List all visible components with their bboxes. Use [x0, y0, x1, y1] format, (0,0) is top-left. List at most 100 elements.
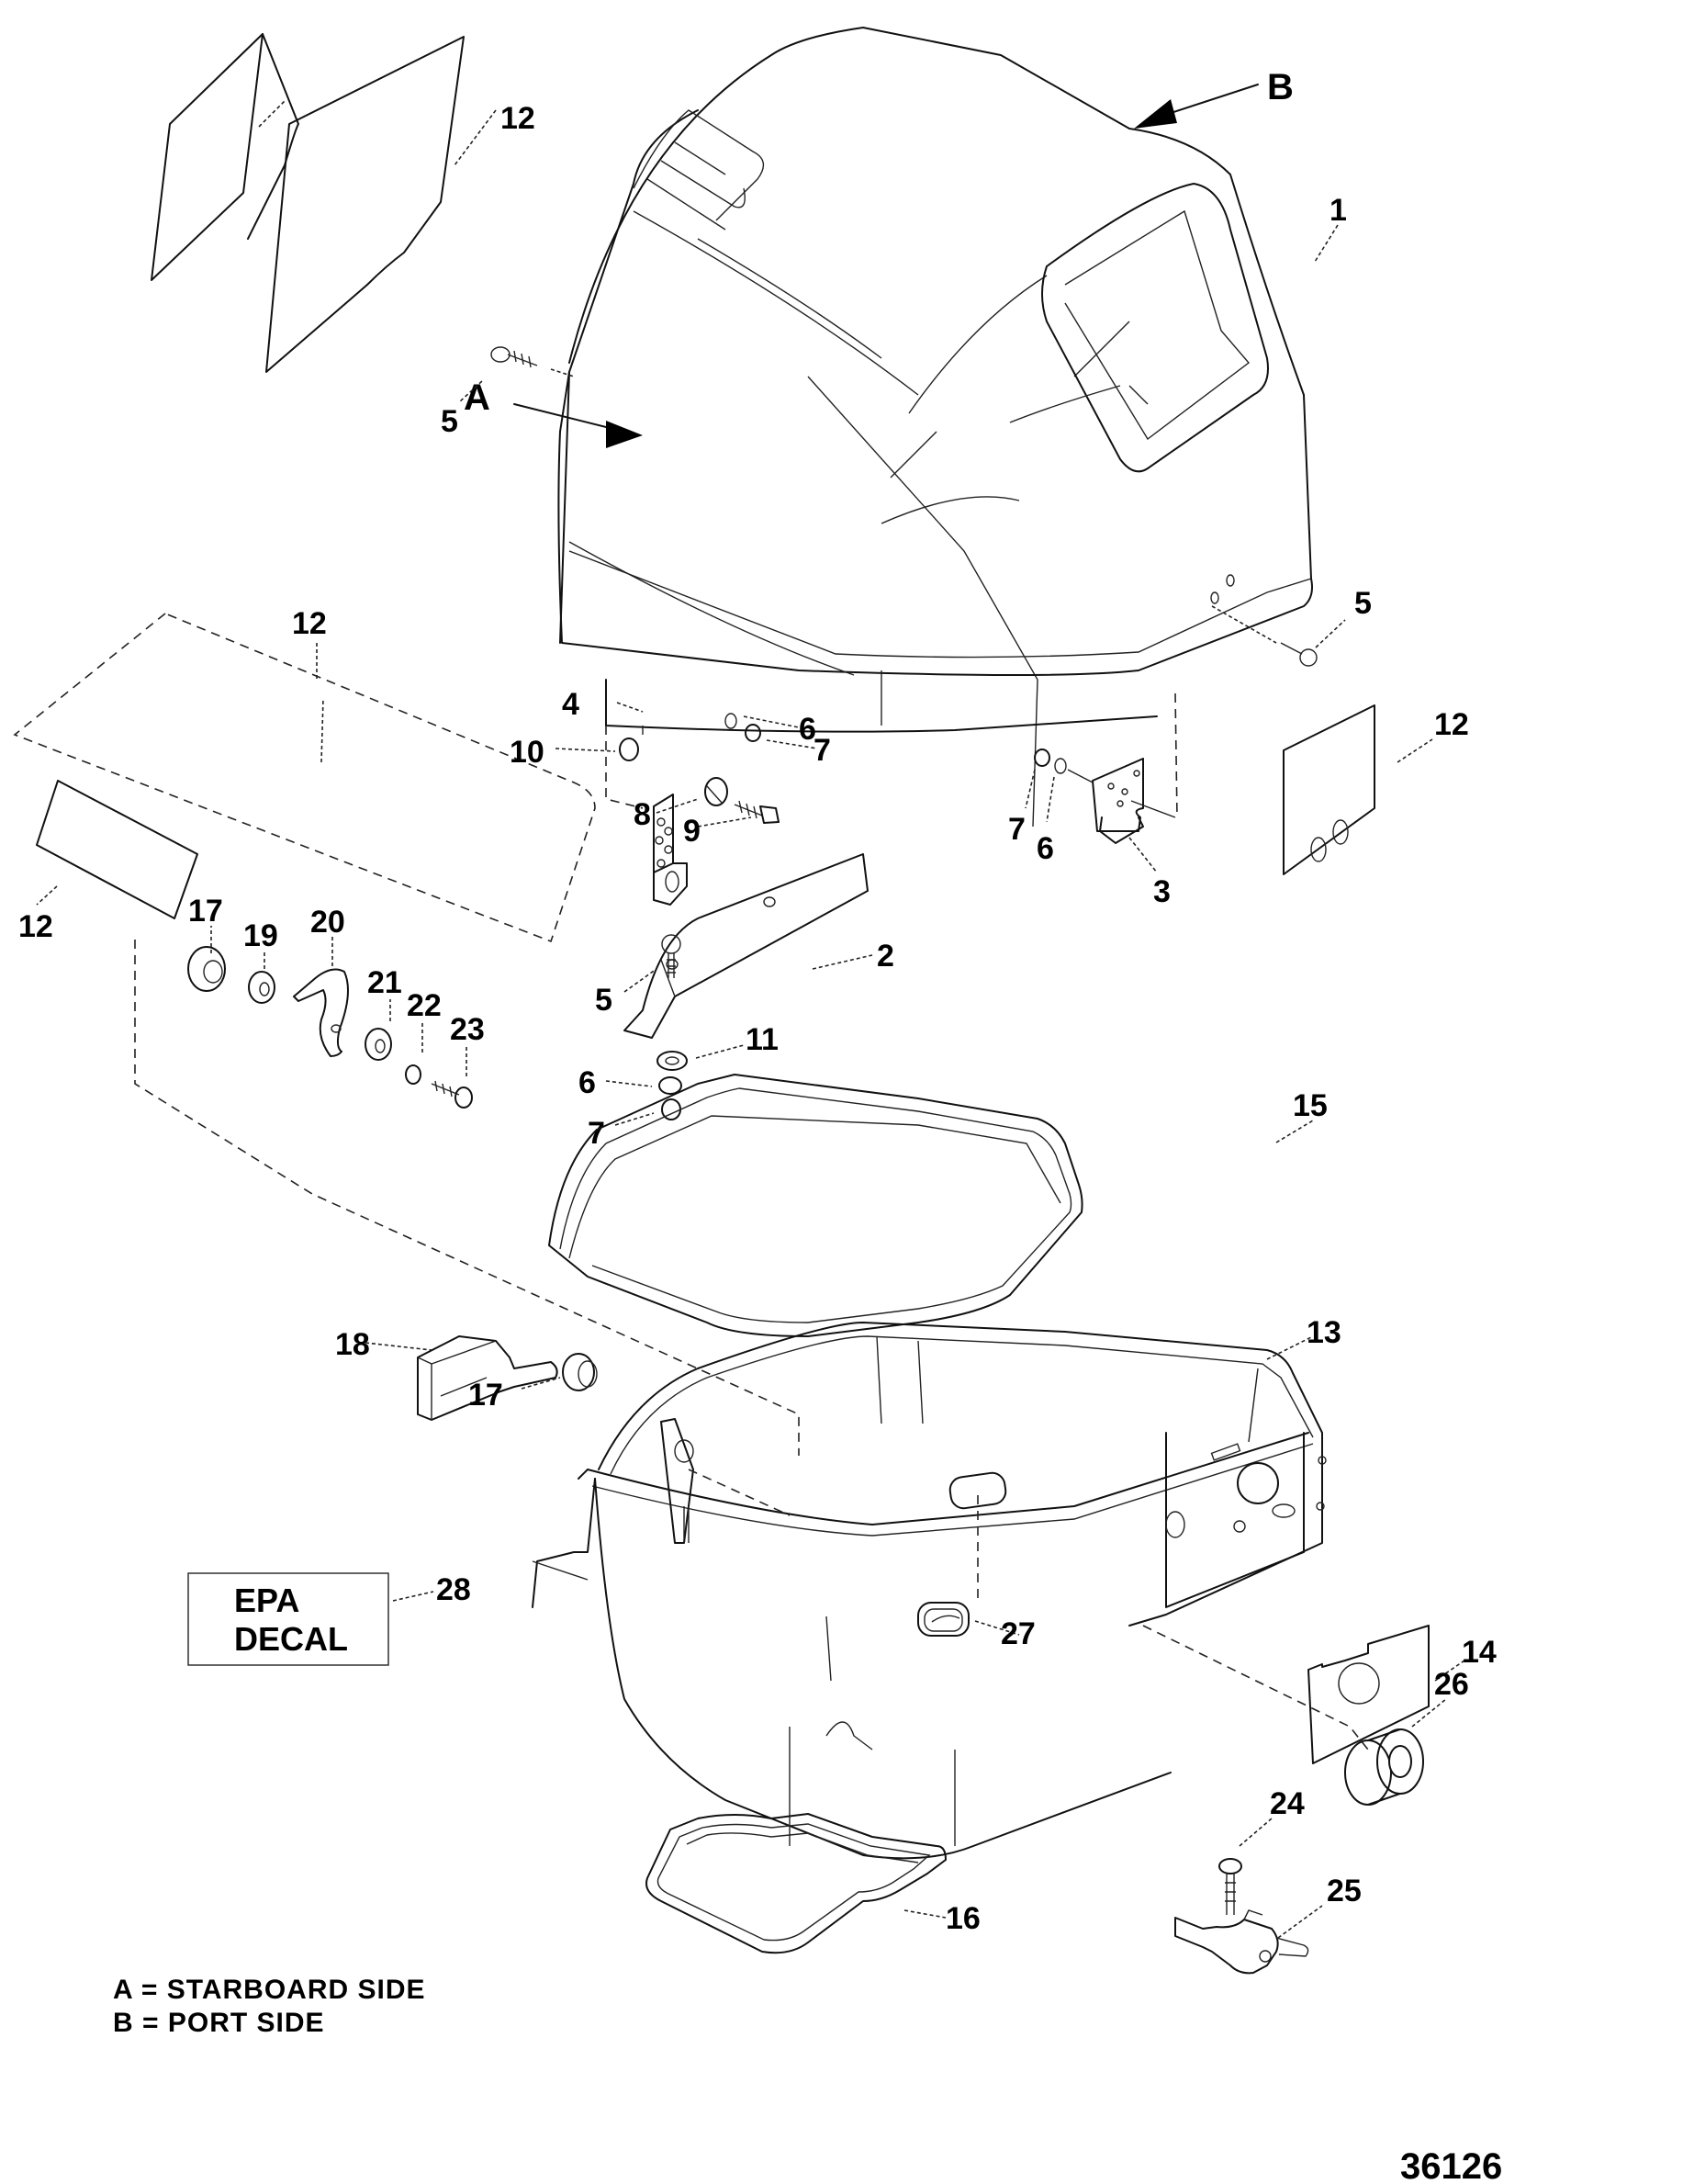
leader-7c [1025, 769, 1036, 809]
leader-12a [454, 109, 497, 166]
grommet-27 [917, 1495, 979, 1637]
callout-24: 24 [1270, 1786, 1305, 1821]
callout-5: 5 [595, 983, 612, 1018]
grommet-26 [1344, 1728, 1424, 1806]
callout-17: 17 [188, 894, 223, 929]
leader-5a [458, 380, 483, 403]
screw-5-left [490, 346, 575, 377]
leader-12c [36, 885, 58, 906]
leader-3 [1128, 837, 1158, 873]
latch-alignment-line [134, 940, 800, 1456]
callout-6: 6 [799, 712, 816, 747]
nut-7 [1034, 749, 1050, 767]
alignment-line-26 [1142, 1625, 1369, 1751]
leader-9 [697, 816, 752, 827]
top-cowl [557, 27, 1313, 827]
callout-7: 7 [588, 1116, 605, 1151]
leader-13 [1266, 1335, 1314, 1360]
leader-12d [1397, 738, 1433, 763]
callout-23: 23 [450, 1012, 485, 1047]
callout-3: 3 [1153, 874, 1171, 909]
callout-5: 5 [1354, 586, 1372, 621]
lockwasher-22 [405, 1064, 421, 1085]
view-arrow-a: A [464, 377, 643, 448]
washer-11 [656, 1051, 688, 1071]
legend-starboard: A = STARBOARD SIDE [113, 1975, 426, 2005]
plate-14 [1307, 1625, 1430, 1764]
leader-15 [1275, 1120, 1314, 1143]
leader-2 [812, 954, 873, 970]
legend: A = STARBOARD SIDE B = PORT SIDE [113, 1975, 426, 2038]
leader-28 [392, 1591, 434, 1602]
leader-16 [903, 1909, 947, 1919]
leader-17b [521, 1377, 561, 1390]
legend-port: B = PORT SIDE [113, 2008, 325, 2038]
seal-15 [548, 1074, 1083, 1337]
leader-1 [1314, 224, 1339, 263]
washer-6 [658, 1076, 682, 1095]
callout-26: 26 [1434, 1667, 1469, 1702]
callout-8: 8 [634, 797, 651, 832]
screw-5-right [1280, 642, 1318, 667]
screw-23 [431, 1080, 473, 1109]
callout-9: 9 [683, 814, 701, 849]
leader-6c [1046, 776, 1055, 823]
callout-27: 27 [1001, 1616, 1036, 1651]
decal-12-small [36, 780, 198, 919]
bolt-9 [734, 800, 780, 824]
epa-decal-box: EPA DECAL [187, 1572, 389, 1666]
callout-25: 25 [1327, 1874, 1362, 1908]
hinge-bracket-4 [605, 726, 688, 906]
callout-11: 11 [746, 1022, 779, 1057]
callout-4: 4 [562, 687, 579, 722]
leader-6a [743, 715, 800, 728]
latch-hook-20 [293, 968, 349, 1057]
decal-12-right [1283, 704, 1375, 875]
callout-6: 6 [578, 1065, 596, 1100]
nut-7 [745, 724, 761, 742]
callout-12: 12 [292, 606, 327, 641]
callout-7: 7 [813, 733, 831, 768]
callout-22: 22 [407, 988, 442, 1023]
washer-21 [365, 1028, 392, 1061]
leader-5c [1315, 619, 1346, 648]
decal-12-large [13, 613, 596, 943]
callout-13: 13 [1307, 1315, 1341, 1350]
leader-12-top [258, 100, 286, 128]
view-marker-a: A [464, 377, 490, 418]
leader-27 [974, 1620, 1020, 1636]
nut-10 [619, 737, 639, 761]
callout-12: 12 [1434, 707, 1469, 742]
callout-21: 21 [367, 965, 402, 1000]
callout-7: 7 [1008, 812, 1026, 847]
callout-6: 6 [1037, 831, 1054, 866]
washer-6 [724, 713, 737, 729]
view-marker-b: B [1267, 67, 1294, 107]
screw-24 [1218, 1858, 1242, 1915]
bushing-17 [187, 946, 226, 992]
bushing-17-lower [562, 1353, 598, 1391]
callout-15: 15 [1293, 1088, 1328, 1123]
view-arrow-b: B [1134, 67, 1294, 129]
callout-18: 18 [335, 1327, 370, 1362]
leader-26 [1411, 1698, 1447, 1728]
callout-17: 17 [468, 1378, 503, 1413]
leader-4 [616, 702, 644, 713]
seal-16 [645, 1813, 947, 1954]
leader-18 [365, 1342, 432, 1351]
washer-11-hole [665, 1056, 679, 1065]
leader-24 [1239, 1818, 1273, 1847]
bushing-8 [704, 777, 728, 806]
callout-2: 2 [877, 939, 894, 974]
epa-decal-line2: DECAL [234, 1620, 348, 1658]
callout-20: 20 [310, 905, 345, 940]
leader-bracket-3-axis [1067, 769, 1094, 783]
figure-number: 36126 [1400, 2146, 1502, 2184]
callout-12: 12 [500, 101, 535, 136]
leader-10 [555, 748, 616, 752]
leader-7b [614, 1112, 655, 1126]
callout-12: 12 [18, 909, 53, 944]
latch-bracket-2 [623, 853, 869, 1039]
callout-14: 14 [1462, 1635, 1497, 1670]
